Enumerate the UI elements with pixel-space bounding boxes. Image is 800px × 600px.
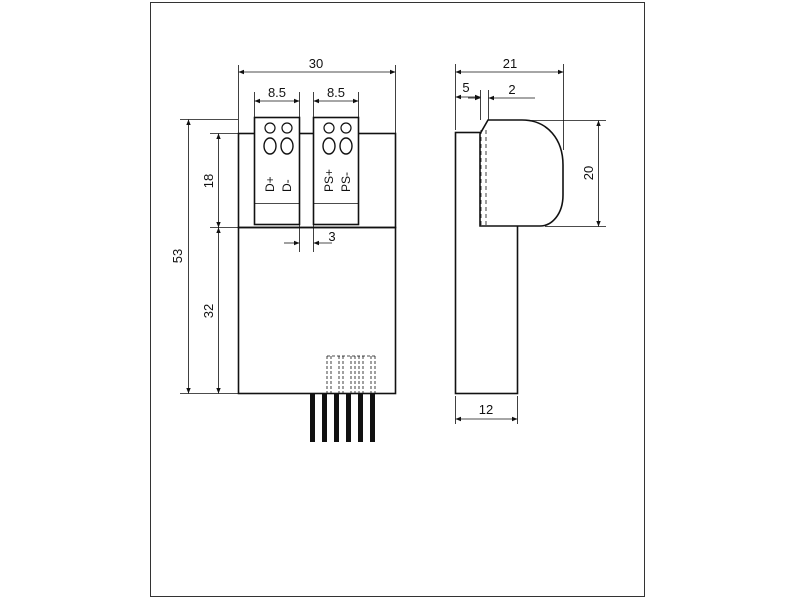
side-dimensions: [455, 64, 606, 424]
dim-overall-depth: 21: [503, 56, 517, 71]
side-dimension-labels: 21 5 2 20 12: [462, 56, 596, 417]
terminal-label-d-minus: D-: [280, 179, 294, 192]
front-view: [237, 116, 397, 442]
side-cap: [479, 119, 564, 227]
housing-lower: [237, 226, 397, 395]
dim-overall-height: 53: [170, 249, 185, 263]
drawing-frame: [150, 2, 645, 597]
dim-lower-height: 32: [201, 304, 216, 318]
front-dimensions: [180, 65, 396, 394]
terminal-label-ps-minus: PS-: [339, 172, 353, 192]
side-view: [454, 119, 564, 395]
terminal-block-left: [253, 116, 301, 226]
dim-body-depth: 12: [479, 402, 493, 417]
front-dimension-labels: 30 8.5 8.5 3 53 18 32: [170, 56, 345, 318]
external-pins: [310, 394, 375, 442]
dim-terminal-width-right: 8.5: [327, 85, 345, 100]
dim-offset-step: 2: [508, 82, 515, 97]
terminal-labels: D+ D- PS+ PS-: [263, 169, 353, 192]
dim-overall-width: 30: [309, 56, 323, 71]
terminal-block-right: [312, 116, 360, 226]
dim-upper-height: 18: [201, 174, 216, 188]
dim-terminal-width-left: 8.5: [268, 85, 286, 100]
dim-terminal-gap: 3: [328, 229, 335, 244]
dim-offset-small: 5: [462, 80, 469, 95]
dim-cap-height: 20: [581, 166, 596, 180]
terminal-label-ps-plus: PS+: [322, 169, 336, 192]
terminal-label-d-plus: D+: [263, 176, 277, 192]
internal-pins: [326, 355, 376, 393]
